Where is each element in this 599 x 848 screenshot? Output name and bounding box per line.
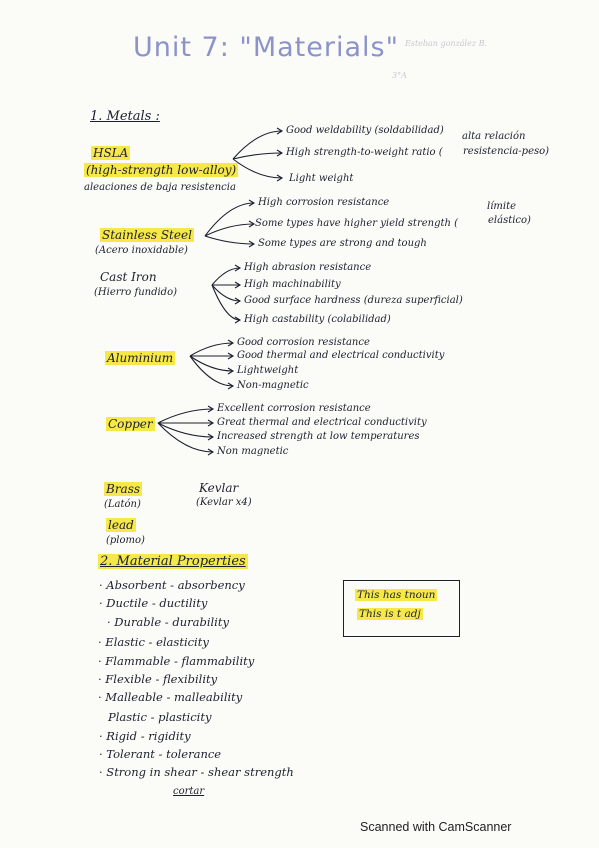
property-item: · Absorbent - absorbency <box>99 578 245 592</box>
property-item: Plastic - plasticity <box>108 710 212 724</box>
stainless-arrow-3-head <box>248 240 256 248</box>
aluminium-name: Aluminium <box>105 351 176 365</box>
hsla-arrow-1 <box>232 130 283 160</box>
hsla-arrow-2 <box>232 152 283 160</box>
stainless-arrow-1 <box>204 202 255 237</box>
aluminium-prop-2: Good thermal and electrical conductivity <box>237 350 445 361</box>
castiron-arrow-3-head <box>234 297 242 305</box>
section-properties-heading: 2. Material Properties <box>98 554 248 569</box>
stainless-name: Stainless Steel <box>100 228 194 242</box>
copper-arrow-2-head <box>207 419 215 427</box>
property-item: · Flammable - flammability <box>98 654 255 668</box>
stainless-arrow-3 <box>204 235 255 245</box>
aluminium-arrow-4 <box>189 355 234 387</box>
stainless-arrow-2 <box>204 223 255 237</box>
copper-prop-1: Excellent corrosion resistance <box>217 403 371 414</box>
faint-class-note: 3°A <box>392 71 407 80</box>
hsla-note-1: alta relación <box>462 131 526 142</box>
faint-dot: · <box>378 53 381 62</box>
hsla-prop-2: High strength-to-weight ratio ( <box>286 147 443 158</box>
hsla-prop-1: Good weldability (soldabilidad) <box>286 125 444 136</box>
lead-spanish: (plomo) <box>106 535 145 546</box>
castiron-arrow-4 <box>211 284 241 321</box>
hsla-name: HSLA <box>91 146 131 160</box>
copper-prop-4: Non magnetic <box>217 446 289 457</box>
copper-arrow-3-head <box>207 433 215 441</box>
box-line-1: This has tnoun <box>355 589 438 601</box>
castiron-arrow-4-head <box>234 316 242 324</box>
camscanner-watermark: Scanned with CamScanner <box>360 820 512 834</box>
stainless-prop-1: High corrosion resistance <box>258 197 390 208</box>
property-item: · Elastic - elasticity <box>98 635 209 649</box>
aluminium-arrow-2-head <box>227 352 235 360</box>
lead-name: lead <box>106 518 136 532</box>
property-item: · Durable - durability <box>107 615 229 629</box>
copper-prop-2: Great thermal and electrical conductivit… <box>217 417 427 428</box>
stainless-prop-3: Some types are strong and tough <box>258 238 427 249</box>
aluminium-arrow-1 <box>189 342 234 357</box>
hsla-arrow-3-head <box>276 174 284 182</box>
cast-iron-name: Cast Iron <box>100 270 157 284</box>
hsla-arrow-3 <box>232 158 283 179</box>
stainless-arrow-2-head <box>248 220 256 228</box>
copper-arrow-1-head <box>207 405 215 413</box>
property-item: · Ductile - ductility <box>99 596 208 610</box>
aluminium-prop-1: Good corrosion resistance <box>237 337 370 348</box>
property-item: · Strong in shear - shear strength <box>99 765 294 779</box>
aluminium-prop-3: Lightweight <box>237 365 299 376</box>
section-metals-heading: 1. Metals : <box>90 109 160 124</box>
kevlar-name: Kevlar <box>199 481 239 495</box>
castiron-arrow-1 <box>211 267 241 286</box>
stainless-note-2: elástico) <box>488 215 531 226</box>
castiron-arrow-1-head <box>234 264 242 272</box>
hsla-spanish: aleaciones de baja resistencia <box>84 182 236 193</box>
stainless-spanish: (Acero inoxidable) <box>95 245 188 256</box>
hsla-note-2: resistencia-peso) <box>463 146 550 157</box>
aluminium-prop-4: Non-magnetic <box>237 380 309 391</box>
aluminium-arrow-4-head <box>227 382 235 390</box>
faint-name-note: Esteban gonzález B. <box>405 39 488 48</box>
hsla-full: (high-strength low-alloy) <box>84 163 239 177</box>
hsla-prop-3: Light weight <box>289 173 354 184</box>
copper-arrow-1 <box>157 408 214 424</box>
cast-iron-prop-4: High castability (colabilidad) <box>244 314 391 325</box>
copper-arrow-3 <box>157 422 214 438</box>
aluminium-arrow-1-head <box>227 339 235 347</box>
page-title: Unit 7: "Materials" <box>133 32 399 63</box>
box-line-2: This is t adj <box>357 608 423 620</box>
stainless-prop-2: Some types have higher yield strength ( <box>255 218 459 229</box>
hsla-arrow-2-head <box>276 149 284 157</box>
copper-arrow-4-head <box>207 448 215 456</box>
aluminium-arrow-3-head <box>227 367 235 375</box>
property-item: · Flexible - flexibility <box>98 672 218 686</box>
property-item: · Malleable - malleability <box>98 690 243 704</box>
property-item: · Rigid - rigidity <box>99 729 191 743</box>
cast-iron-prop-1: High abrasion resistance <box>244 262 372 273</box>
brass-spanish: (Latón) <box>104 499 141 510</box>
stainless-arrow-1-head <box>248 199 256 207</box>
brass-name: Brass <box>104 482 143 496</box>
copper-prop-3: Increased strength at low temperatures <box>217 431 420 442</box>
castiron-arrow-3 <box>211 284 241 302</box>
stainless-note-1: límite <box>487 201 517 212</box>
cast-iron-prop-3: Good surface hardness (dureza superficia… <box>244 295 463 306</box>
aluminium-arrow-3 <box>189 355 234 372</box>
castiron-arrow-2-head <box>234 281 242 289</box>
cast-iron-spanish: (Hierro fundido) <box>94 287 178 298</box>
noun-adj-box <box>343 580 460 637</box>
property-item: · Tolerant - tolerance <box>99 747 222 761</box>
hsla-arrow-1-head <box>276 127 284 135</box>
copper-arrow-4 <box>157 422 214 453</box>
cast-iron-prop-2: High machinability <box>244 279 341 290</box>
cortar-note: cortar <box>173 786 205 797</box>
kevlar-spanish: (Kevlar x4) <box>196 497 252 508</box>
copper-name: Copper <box>106 417 155 431</box>
